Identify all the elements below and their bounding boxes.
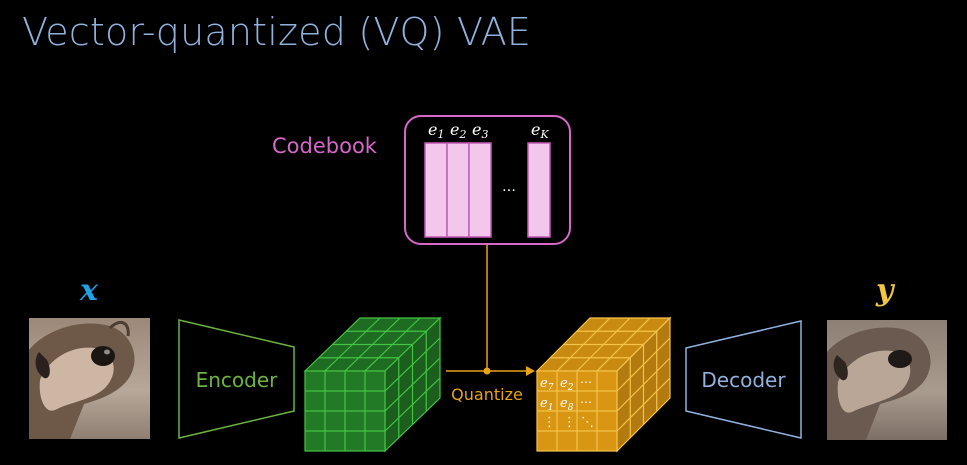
quantize-label: Quantize <box>451 385 523 404</box>
codebook-vector-k <box>527 142 551 238</box>
codebook-ellipsis: … <box>502 179 516 195</box>
encoder: Encoder <box>178 319 295 439</box>
decoder: Decoder <box>685 320 802 439</box>
grid-cell-r3c1: ⋮ <box>543 415 556 430</box>
output-symbol: y <box>875 273 896 308</box>
codebook-entry-1: e1 <box>428 120 444 141</box>
quantized-grid-labels: e7 e2 ⋯ e1 e8 ⋯ ⋮ ⋮ ⋱ <box>540 375 594 430</box>
quantize-arrow: Quantize <box>446 366 535 404</box>
decoder-label: Decoder <box>701 368 786 392</box>
page-title: Vector-quantized (VQ) VAE <box>22 10 532 54</box>
grid-cell-r2c1: e1 <box>540 396 553 413</box>
codebook-entry-2: e2 <box>450 120 466 141</box>
input-symbol: x <box>79 273 99 308</box>
grid-cell-r1c1: e7 <box>540 376 554 393</box>
grid-cell-r2c3: ⋯ <box>580 395 592 409</box>
grid-cell-r1c2: e2 <box>560 376 574 393</box>
latent-tensor <box>303 316 442 453</box>
input-image <box>29 318 150 439</box>
codebook-entry-3: e3 <box>472 120 488 141</box>
grid-cell-r2c2: e8 <box>560 396 574 413</box>
codebook: e1 e2 e3 eK … <box>404 115 571 245</box>
codebook-vector-1 <box>424 142 448 238</box>
codebook-label: Codebook <box>272 134 378 158</box>
grid-cell-r1c3: ⋯ <box>580 375 592 389</box>
codebook-vector-2 <box>446 142 470 238</box>
encoder-label: Encoder <box>196 368 279 392</box>
grid-cell-r3c2: ⋮ <box>563 415 576 430</box>
codebook-vector-3 <box>468 142 492 238</box>
output-image <box>827 320 947 440</box>
grid-cell-r3c3: ⋱ <box>581 415 594 430</box>
codebook-entry-k: eK <box>531 120 549 141</box>
quantized-tensor <box>535 316 672 453</box>
